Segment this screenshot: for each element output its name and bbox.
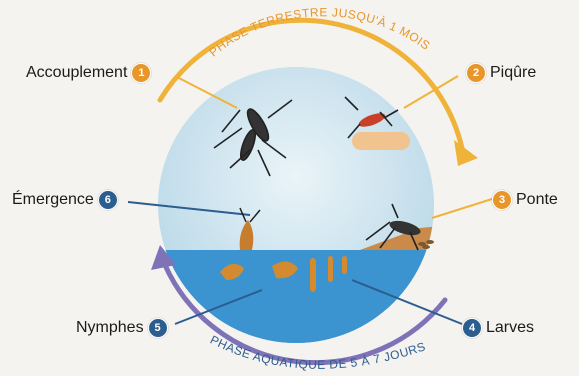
stage-accouplement: Accouplement 1	[26, 63, 151, 83]
stage-label: Piqûre	[490, 64, 536, 82]
stage-number-badge: 3	[492, 190, 512, 210]
stage-number-badge: 6	[98, 190, 118, 210]
stage-label: Accouplement	[26, 64, 127, 82]
stage-number-badge: 2	[466, 63, 486, 83]
stage-label: Émergence	[12, 191, 94, 209]
stage-emergence: Émergence 6	[12, 190, 118, 210]
pointer-line-ponte	[432, 199, 492, 218]
stage-piqure: 2 Piqûre	[466, 63, 536, 83]
stage-number-badge: 5	[148, 318, 168, 338]
stage-label: Nymphes	[76, 319, 144, 337]
stage-nymphes: Nymphes 5	[76, 318, 168, 338]
water-area	[150, 250, 450, 360]
stage-label: Ponte	[516, 191, 558, 209]
stage-number-badge: 4	[462, 318, 482, 338]
stage-label: Larves	[486, 319, 534, 337]
stage-larves: 4 Larves	[462, 318, 534, 338]
terrestrial-arc-arrowhead	[454, 140, 478, 166]
stage-number-badge: 1	[131, 63, 151, 83]
stage-ponte: 3 Ponte	[492, 190, 558, 210]
